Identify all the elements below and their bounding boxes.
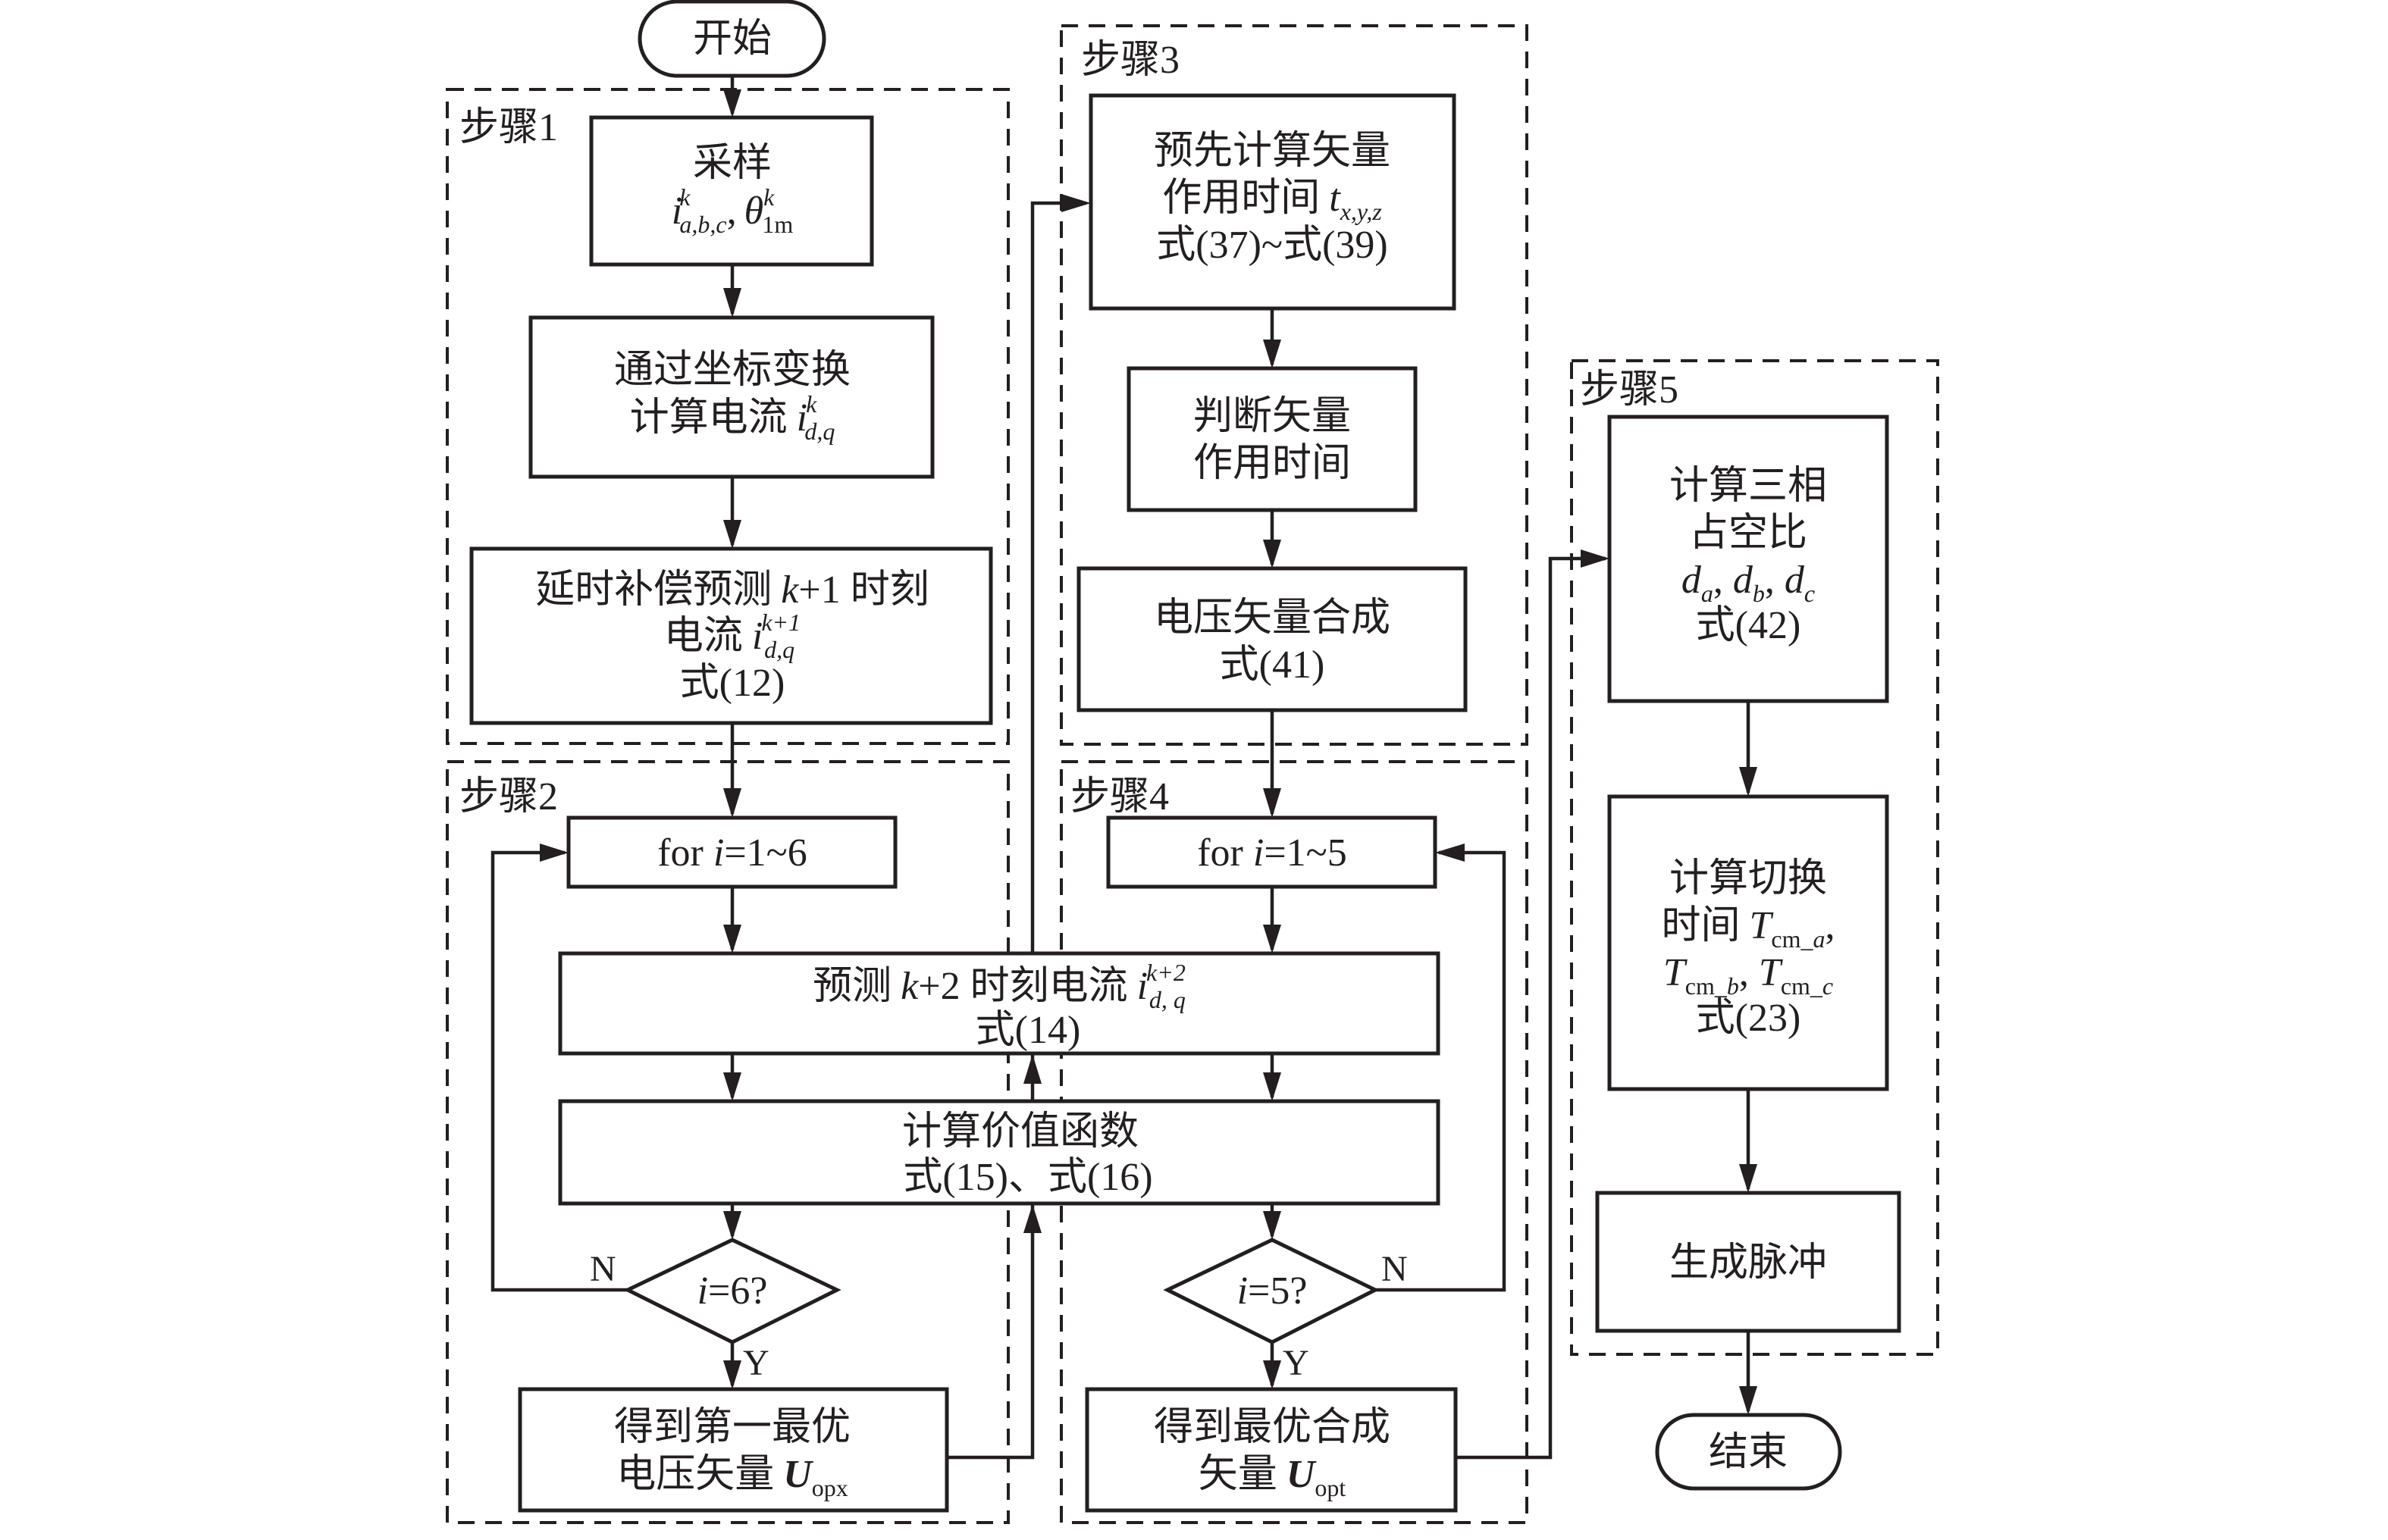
judge-time-box — [1127, 366, 1418, 512]
decision-i5-diamond — [1163, 1238, 1380, 1344]
for-loop-6-label: for i=1~6 — [657, 831, 807, 875]
delay-compensation-box — [469, 546, 993, 725]
step5-region — [1570, 359, 1939, 1356]
duty-line4: 式(42) — [1696, 604, 1801, 647]
duty-line1: 计算三相 — [1669, 465, 1827, 508]
cost-function-line2: 式(15)、式(16) — [903, 1156, 1152, 1199]
step4-label: 步骤4 — [1070, 775, 1169, 819]
delay-line3: 式(12) — [680, 662, 785, 705]
optimal-synth-line1: 得到最优合成 — [1154, 1406, 1390, 1449]
step4-region — [1060, 760, 1528, 1524]
switch-line1: 计算切换 — [1669, 857, 1827, 900]
predict-k2-line2: 式(14) — [976, 1009, 1081, 1052]
optimal-synth-vector-box — [1085, 1387, 1458, 1513]
for-loop-5-label: for i=1~5 — [1197, 831, 1347, 875]
generate-pulse-box — [1595, 1191, 1901, 1333]
end-label: 结束 — [1709, 1431, 1788, 1474]
pulse-label: 生成脉冲 — [1669, 1241, 1827, 1285]
step3-label: 步骤3 — [1081, 39, 1180, 82]
decision-i6-diamond — [623, 1238, 841, 1344]
synthesis-line2: 式(41) — [1220, 643, 1325, 687]
for-loop-6-box — [566, 815, 898, 889]
judge-line2: 作用时间 — [1193, 442, 1351, 485]
switch-line4: 式(23) — [1696, 997, 1801, 1040]
start-terminal — [638, 0, 826, 78]
precalc-line3: 式(37)~式(39) — [1156, 224, 1387, 267]
decision-i6-label: i=6? — [697, 1269, 768, 1313]
cost-function-box — [558, 1099, 1440, 1206]
decision-i5-yes: Y — [1283, 1343, 1309, 1383]
connectors — [490, 76, 1750, 1460]
cost-function-line1: 计算价值函数 — [902, 1110, 1139, 1153]
coord-transform-box — [528, 315, 935, 479]
decision-i6-yes: Y — [743, 1343, 769, 1383]
decision-i6-no: N — [590, 1249, 616, 1289]
sampling-title: 采样 — [693, 142, 772, 185]
step2-label: 步骤2 — [459, 775, 558, 819]
duty-line3: da, db, dc — [1681, 559, 1815, 607]
step3-region — [1060, 24, 1528, 746]
synthesis-line1: 电压矢量合成 — [1154, 596, 1390, 640]
precalc-time-box — [1089, 93, 1456, 311]
switch-time-box — [1607, 794, 1889, 1091]
sampling-box — [589, 115, 874, 267]
end-terminal — [1655, 1413, 1842, 1491]
arrowheads — [540, 89, 1757, 1415]
switch-line3: Tcm_b, Tcm_c — [1663, 951, 1833, 1000]
step5-label: 步骤5 — [1580, 368, 1678, 412]
step1-label: 步骤1 — [459, 106, 558, 149]
voltage-synthesis-box — [1076, 566, 1468, 712]
decision-i5-label: i=5? — [1237, 1269, 1308, 1313]
for-loop-5-box — [1106, 815, 1437, 889]
coord-transform-line1: 通过坐标变换 — [614, 349, 851, 392]
predict-k2-box — [558, 951, 1440, 1056]
duty-line2: 占空比 — [1689, 512, 1807, 555]
judge-line1: 判断矢量 — [1193, 395, 1351, 438]
start-label: 开始 — [693, 17, 772, 61]
first-optimal-vector-box — [518, 1387, 949, 1513]
duty-cycle-box — [1607, 415, 1889, 703]
decision-i5-no: N — [1381, 1249, 1408, 1289]
precalc-line1: 预先计算矢量 — [1154, 130, 1390, 173]
first-optimal-line1: 得到第一最优 — [614, 1406, 851, 1449]
